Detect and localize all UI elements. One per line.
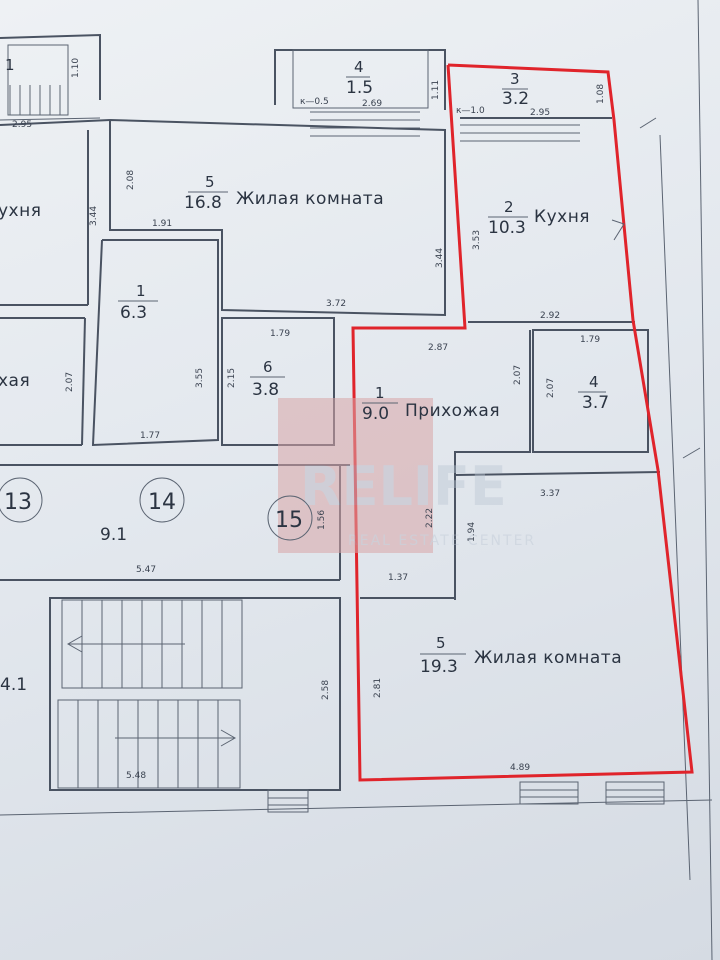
dim-222: 2.22 (425, 508, 435, 528)
room-l5-number: 5 (205, 173, 215, 191)
room-a5-area: 19.3 (420, 657, 458, 677)
axis-14: 14 (148, 490, 176, 515)
dim-344b: 3.44 (435, 248, 445, 268)
dim-207c: 2.07 (65, 372, 75, 392)
watermark: RELIFE REAL ESTATE CENTER (278, 398, 536, 553)
dim-179: 1.79 (270, 329, 290, 339)
dim-547: 5.47 (136, 565, 156, 575)
dim-194: 1.94 (467, 522, 477, 542)
dim-156: 1.56 (317, 510, 327, 530)
dim-215: 2.15 (227, 368, 237, 388)
dim-108: 1.08 (596, 84, 606, 104)
room-a3-area: 3.2 (502, 89, 529, 109)
dim-191: 1.91 (152, 219, 172, 229)
dim-110: 1.10 (71, 58, 81, 78)
axis-markers: 13 14 15 (0, 477, 313, 541)
dim-372: 3.72 (326, 299, 346, 309)
room-a4-area: 3.7 (582, 393, 609, 413)
dim-344: 3.44 (89, 206, 99, 226)
room-a3-number: 3 (510, 70, 520, 88)
dim-489: 4.89 (510, 763, 530, 773)
room-left-hall-label: хая (0, 371, 30, 391)
room-a4-number: 4 (589, 373, 599, 391)
room-left-top-number: 1 (5, 56, 15, 74)
axis-13: 13 (4, 490, 32, 515)
room-l6-number: 6 (263, 358, 273, 376)
room-l4-number: 4 (354, 58, 364, 76)
room-left-kitchen-label: ухня (0, 201, 41, 221)
room-labels: 1 4 1.5 5 16.8 Жилая комната ухня хая 1 … (0, 56, 625, 695)
dim-353: 3.53 (472, 230, 482, 250)
room-a2-number: 2 (504, 198, 514, 216)
dim-207b: 2.07 (546, 378, 556, 398)
room-l4-area: 1.5 (346, 78, 373, 98)
dim-137: 1.37 (388, 573, 408, 583)
balcony-left-label: к—0.5 (300, 97, 329, 107)
dimension-labels: 2.95 1.10 2.69 1.11 2.95 1.08 2.08 3.44 … (12, 58, 606, 781)
dim-177: 1.77 (140, 431, 160, 441)
room-a1-name: Прихожая (405, 401, 500, 421)
dim-207: 2.07 (513, 365, 523, 385)
room-l1-area: 6.3 (120, 303, 147, 323)
dim-281: 2.81 (373, 678, 383, 698)
dim-292: 2.92 (540, 311, 560, 321)
room-a5-name: Жилая комната (474, 648, 622, 668)
dim-295: 2.95 (12, 120, 32, 130)
watermark-text: RELIFE (300, 455, 507, 518)
room-a1-area: 9.0 (362, 404, 389, 424)
room-l5-area: 16.8 (184, 193, 222, 213)
room-l6-area: 3.8 (252, 380, 279, 400)
room-a2-name: Кухня (534, 207, 590, 227)
dim-208: 2.08 (126, 170, 136, 190)
dim-258: 2.58 (321, 680, 331, 700)
dim-337: 3.37 (540, 489, 560, 499)
apartment-highlight (351, 63, 694, 782)
room-corridor-area: 9.1 (100, 525, 127, 545)
room-a2-area: 10.3 (488, 218, 526, 238)
room-stair-area: 4.1 (0, 675, 27, 695)
dim-179b: 1.79 (580, 335, 600, 345)
dim-355: 3.55 (195, 368, 205, 388)
watermark-sub: REAL ESTATE CENTER (348, 533, 536, 549)
dim-269: 2.69 (362, 99, 382, 109)
balcony-right-label: к—1.0 (456, 106, 485, 116)
plan-walls (0, 33, 701, 881)
dim-111: 1.11 (431, 80, 441, 100)
dim-287: 2.87 (428, 343, 448, 353)
dim-295b: 2.95 (530, 108, 550, 118)
room-a1-number: 1 (375, 384, 385, 402)
dim-548: 5.48 (126, 771, 146, 781)
room-l5-name: Жилая комната (236, 189, 384, 209)
room-l1-number: 1 (136, 282, 146, 300)
room-a5-number: 5 (436, 634, 446, 652)
axis-15: 15 (275, 508, 303, 533)
